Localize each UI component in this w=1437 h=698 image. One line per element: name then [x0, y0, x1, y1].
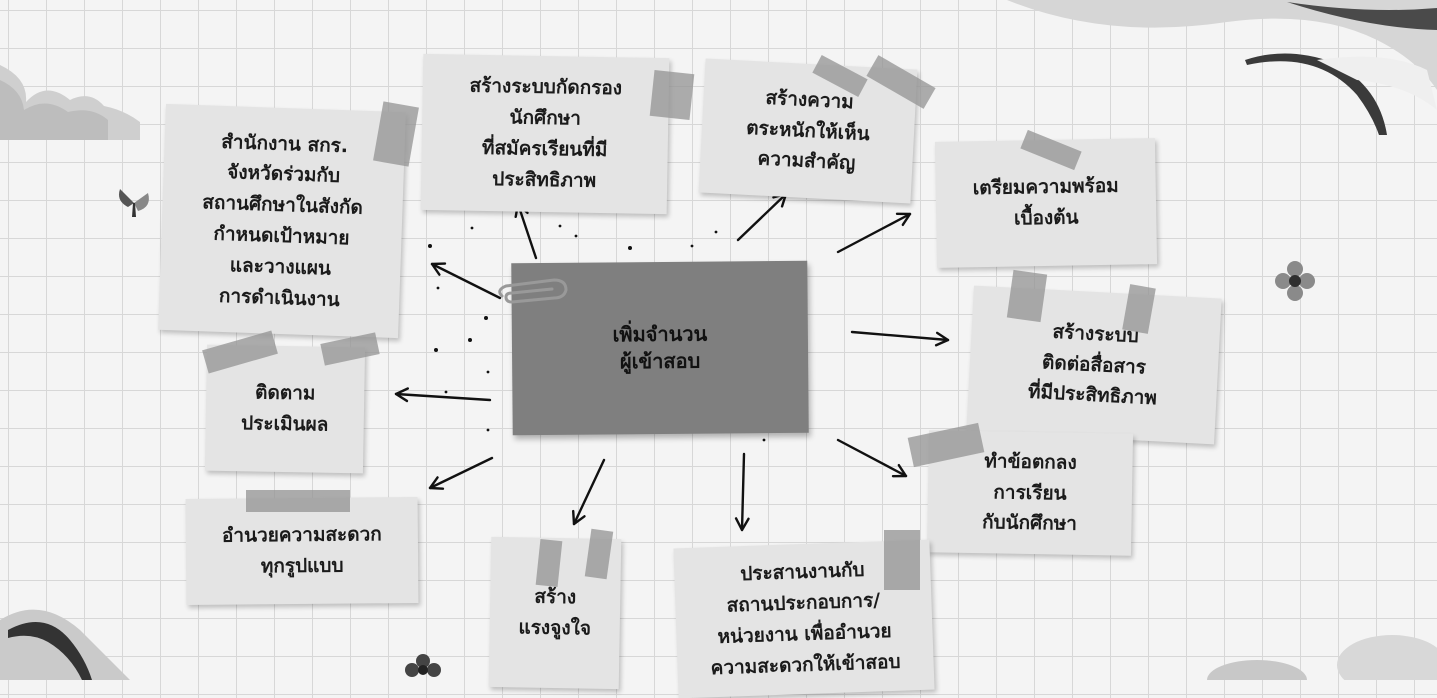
arrowhead-monitoring — [394, 387, 409, 403]
decorative-dot — [486, 428, 490, 432]
wave-decoration-top-right — [1007, 0, 1437, 135]
decorative-dot — [574, 234, 578, 238]
arrowhead-motivation — [571, 509, 586, 526]
arrowhead-agreement — [891, 463, 908, 478]
arrowhead-coordination — [734, 517, 750, 532]
node-monitoring-label: ติดตาม ประเมินผล — [240, 381, 329, 436]
node-agreement-label: ทำข้อตกลง การเรียน กับนักศึกษา — [981, 450, 1078, 536]
decorative-dot — [690, 244, 694, 248]
tape-strip — [884, 530, 920, 590]
arrowhead-communication — [934, 331, 950, 347]
arrow-to-agreement — [836, 438, 908, 478]
node-screening-system-label: สร้างระบบกัดกรอง นักศึกษา ที่สมัครเรียนท… — [469, 75, 623, 192]
arrowhead-preparation — [895, 212, 912, 227]
decorative-dot — [628, 246, 632, 250]
butterfly-icon — [119, 189, 149, 217]
decorative-dot — [486, 370, 490, 374]
decorative-dot — [762, 438, 766, 442]
center-node-label: เพิ่มจำนวน ผู้เข้าสอบ — [612, 321, 708, 374]
tape-strip — [1006, 269, 1048, 323]
diagram-connectors — [394, 192, 950, 532]
node-provincial-office: สำนักงาน สกร. จังหวัดร่วมกับ สถานศึกษาใน… — [158, 103, 406, 339]
node-facilitation: อำนวยความสะดวก ทุกรูปแบบ — [185, 496, 419, 606]
arrow-to-communication — [850, 330, 950, 342]
arrow-to-monitoring — [394, 392, 492, 402]
node-coordination-label: ประสานงานกับ สถานประกอบการ/ หน่วยงาน เพื… — [710, 559, 901, 680]
arrow-to-awareness — [736, 192, 788, 242]
tape-strip — [246, 490, 350, 512]
arrow-to-facilitation — [428, 456, 494, 490]
decorative-dot — [484, 316, 488, 320]
node-screening-system: สร้างระบบกัดกรอง นักศึกษา ที่สมัครเรียนท… — [420, 53, 670, 215]
node-awareness-label: สร้างความ ตระหนักให้เห็น ความสำคัญ — [745, 86, 871, 175]
flower-icon — [405, 654, 441, 677]
decorative-dot — [434, 348, 438, 352]
cloud-decoration — [0, 65, 140, 140]
tape-strip — [649, 70, 695, 120]
paperclip-icon — [498, 278, 568, 304]
arrow-to-preparation — [836, 212, 912, 254]
arrow-to-motivation — [572, 458, 606, 526]
arrow-to-provincial-office — [430, 262, 502, 300]
decorative-dot — [714, 230, 718, 234]
arrowhead-provincial-office — [430, 262, 447, 276]
flower-icon — [1275, 261, 1315, 301]
decorative-dot — [444, 390, 448, 394]
decorative-dot — [428, 244, 432, 248]
arrow-to-screening-system — [516, 202, 538, 260]
shape-decoration-bottom-right — [1207, 635, 1437, 680]
node-provincial-office-label: สำนักงาน สกร. จังหวัดร่วมกับ สถานศึกษาใน… — [201, 130, 364, 311]
node-motivation-label: สร้าง แรงจูงใจ — [518, 585, 592, 640]
decorative-dot — [558, 224, 562, 228]
wave-decoration-bottom-left — [0, 609, 130, 680]
decorative-dot — [470, 226, 474, 230]
arrow-to-coordination — [740, 452, 746, 532]
node-facilitation-label: อำนวยความสะดวก ทุกรูปแบบ — [221, 523, 382, 578]
decorative-dot — [436, 286, 440, 290]
node-communication: สร้างระบบ ติดต่อสื่อสาร ที่มีประสิทธิภาพ — [966, 285, 1222, 445]
node-preparation-label: เตรียมความพร้อม เบื้องต้น — [972, 174, 1119, 230]
arrowhead-facilitation — [428, 476, 445, 490]
decorative-dot — [468, 338, 472, 342]
